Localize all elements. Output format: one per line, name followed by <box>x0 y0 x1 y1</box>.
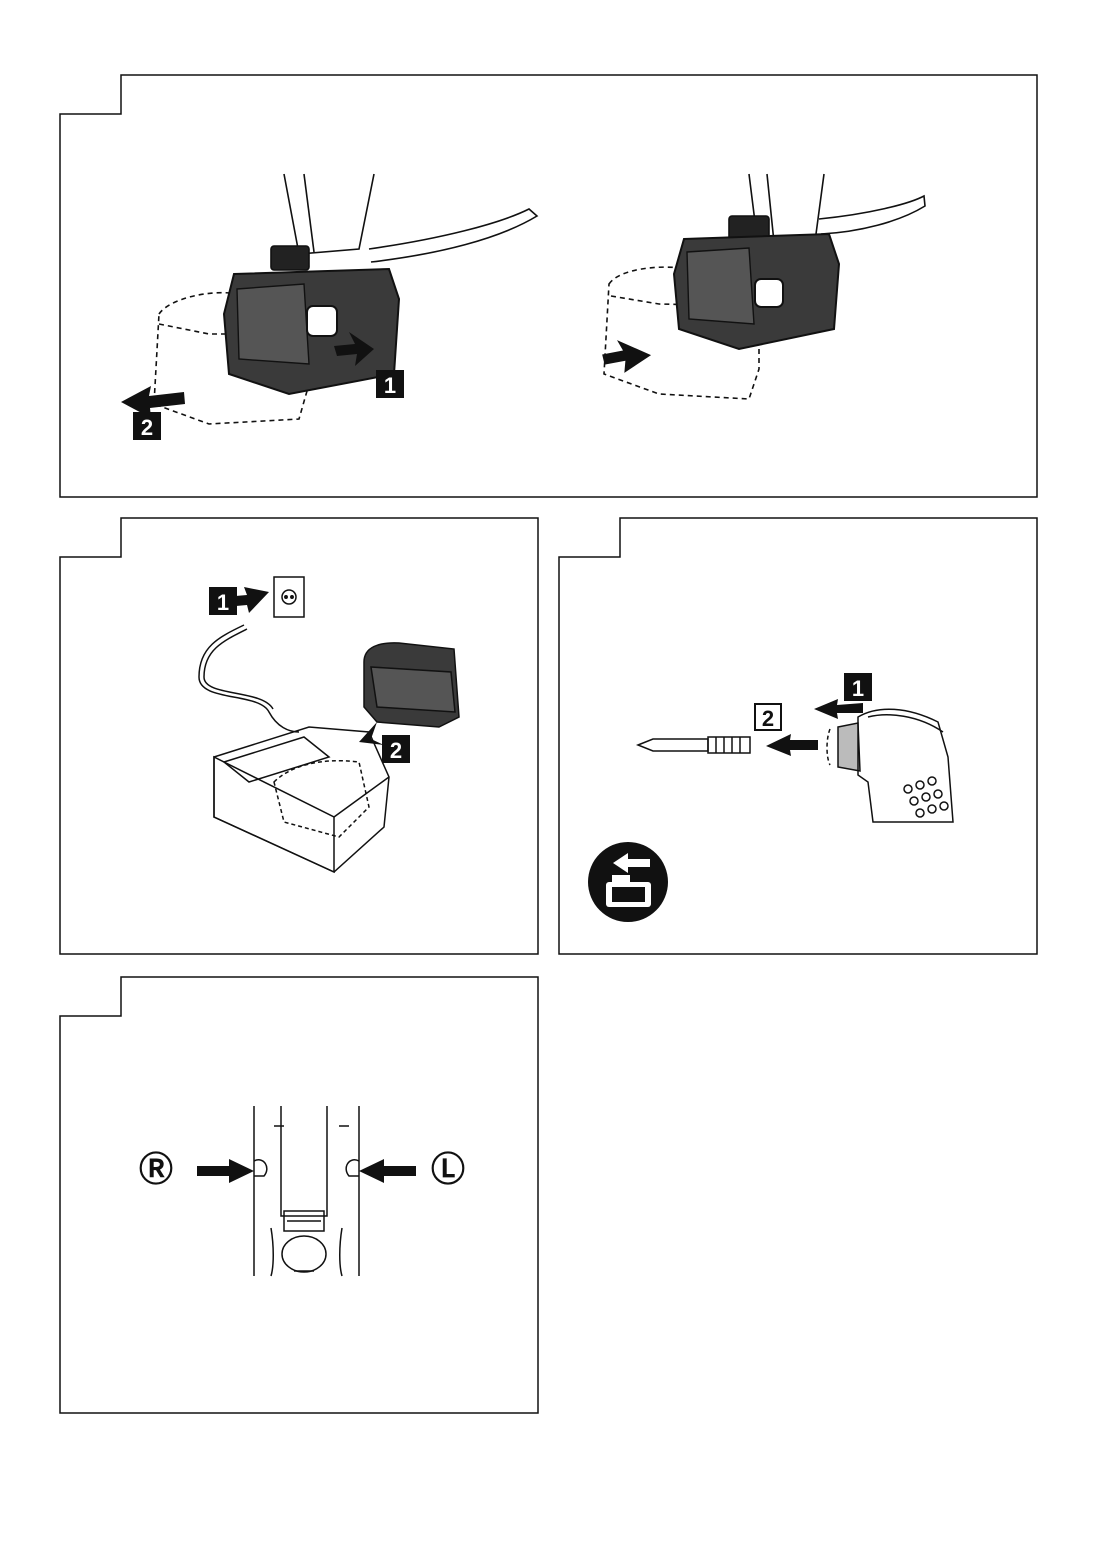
driver-bit-icon <box>638 739 708 751</box>
arrow-insert-bit-icon <box>766 734 818 756</box>
step-badge-pull-sleeve: 1 <box>844 673 872 701</box>
panel-battery-removal: 1 2 <box>59 74 1038 498</box>
panel-charger: 1 2 <box>59 517 539 955</box>
step-badge-insert-bit: 2 <box>754 703 782 731</box>
direction-switch-illustration <box>59 976 539 1414</box>
panel-bit-install: 1 2 <box>558 517 1038 955</box>
step-badge-insert: 2 <box>382 735 410 763</box>
arrow-insert-battery-icon <box>359 722 384 745</box>
step-badge-pull: 2 <box>133 412 161 440</box>
battery-illustration <box>59 74 1038 498</box>
bit-install-illustration <box>558 517 1038 955</box>
charger-body <box>214 727 389 872</box>
release-button <box>307 306 337 336</box>
rotation-right-label: Ⓡ <box>139 1153 173 1187</box>
panel-direction-switch: Ⓡ Ⓛ <box>59 976 539 1414</box>
rotation-left-label: Ⓛ <box>431 1153 465 1187</box>
step-badge-press: 1 <box>376 370 404 398</box>
charger-illustration <box>59 517 539 955</box>
remove-battery-icon <box>588 842 668 922</box>
arrow-right-direction-icon <box>197 1159 254 1183</box>
arrow-left-direction-icon <box>359 1159 416 1183</box>
wall-outlet-icon <box>274 577 304 617</box>
step-badge-plug: 1 <box>209 587 237 615</box>
